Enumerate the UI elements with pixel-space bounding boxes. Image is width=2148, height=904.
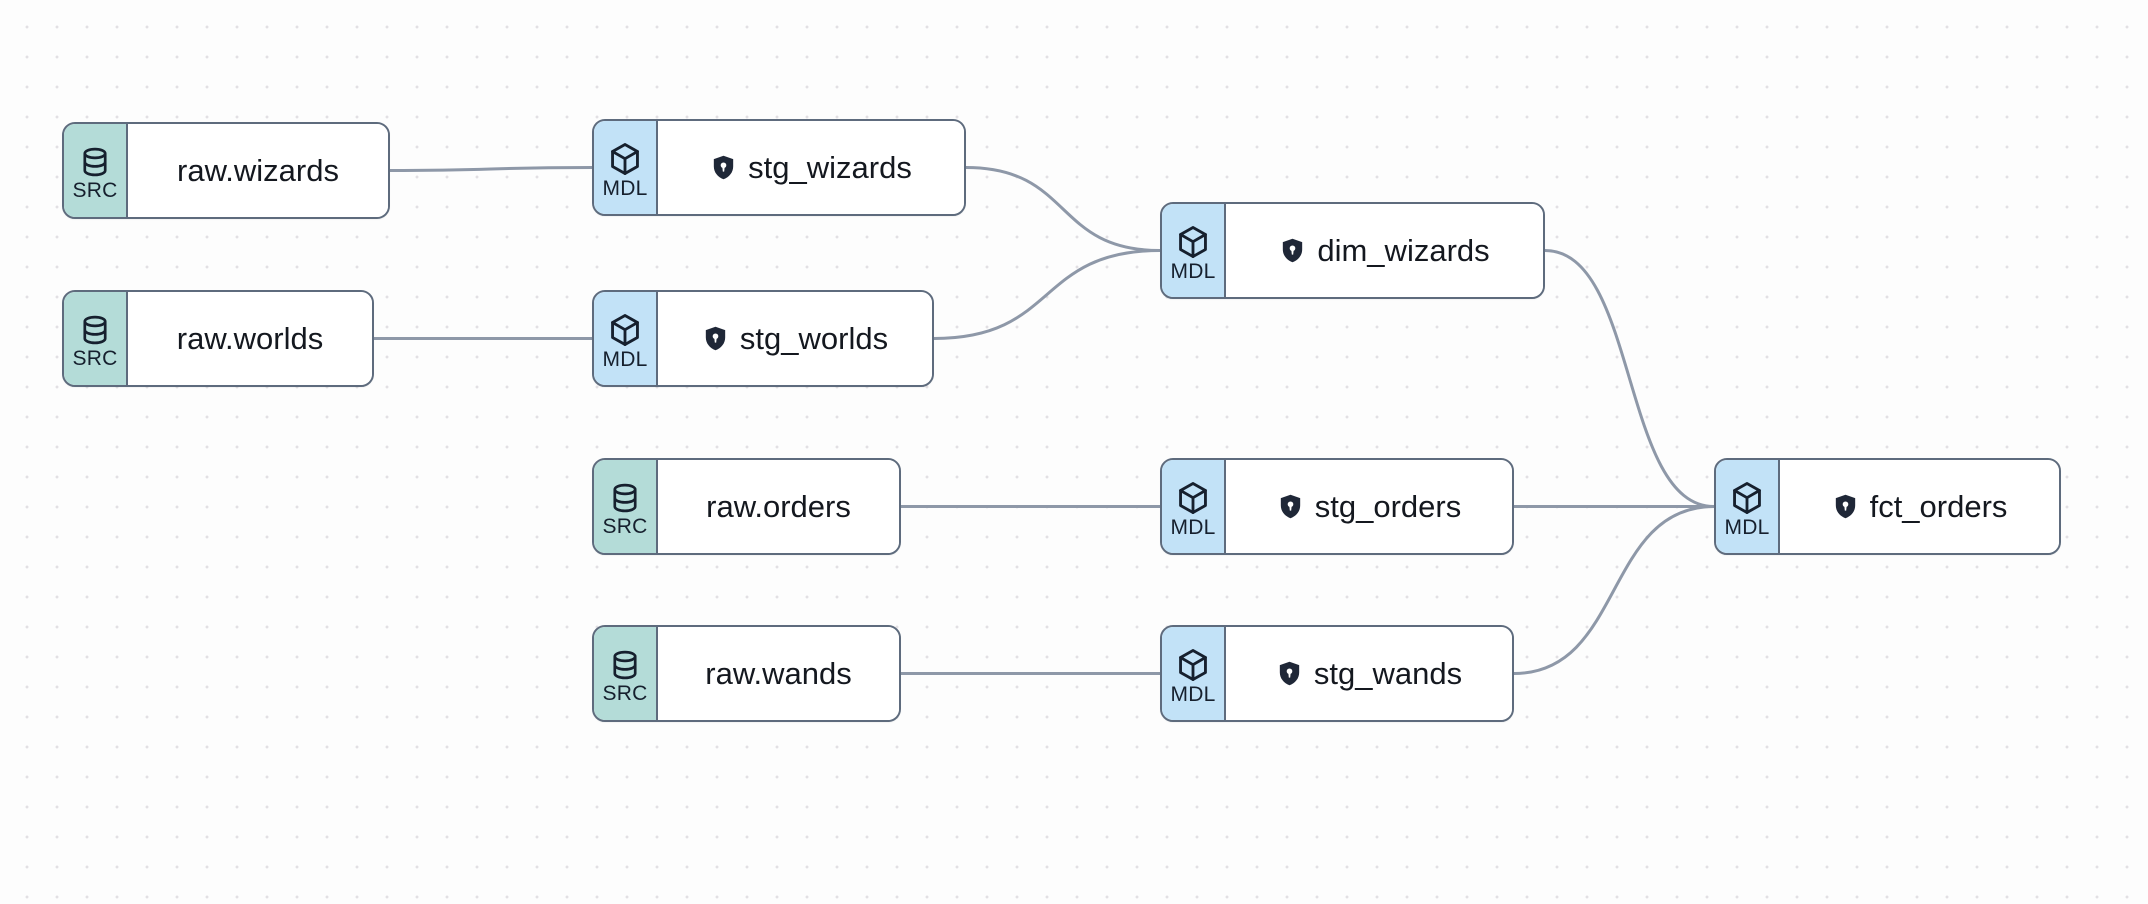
graph-node-raw_orders[interactable]: SRC raw.orders [592, 458, 901, 555]
graph-node-raw_worlds[interactable]: SRC raw.worlds [62, 290, 374, 387]
node-type-badge-src: SRC [64, 292, 128, 385]
edge-raw_wizards-to-stg_wizards[interactable] [388, 166, 594, 172]
node-type-label: SRC [72, 178, 118, 202]
node-type-badge-src: SRC [594, 627, 658, 720]
node-body: fct_orders [1780, 460, 2059, 553]
cube-icon [607, 141, 643, 177]
node-type-badge-mdl: MDL [1162, 204, 1226, 297]
lock-shield-icon [1276, 660, 1303, 687]
node-body: stg_wizards [658, 121, 964, 214]
graph-node-stg_wizards[interactable]: MDL stg_wizards [592, 119, 966, 216]
graph-node-stg_wands[interactable]: MDL stg_wands [1160, 625, 1514, 722]
node-body: stg_wands [1226, 627, 1512, 720]
graph-node-stg_worlds[interactable]: MDL stg_worlds [592, 290, 934, 387]
lock-shield-icon [1279, 237, 1306, 264]
database-icon [78, 145, 112, 179]
node-type-label: MDL [1170, 259, 1216, 283]
node-label: stg_wands [1313, 655, 1463, 691]
lock-shield-icon [702, 325, 729, 352]
node-body: stg_worlds [658, 292, 932, 385]
graph-node-raw_wizards[interactable]: SRC raw.wizards [62, 122, 390, 219]
node-type-badge-src: SRC [594, 460, 658, 553]
node-label: fct_orders [1869, 488, 2008, 524]
node-type-badge-mdl: MDL [1162, 627, 1226, 720]
edge-stg_wands-to-fct_orders[interactable] [1512, 505, 1716, 675]
node-type-label: SRC [602, 514, 648, 538]
database-icon [608, 481, 642, 515]
database-icon [608, 648, 642, 682]
lock-shield-icon [1832, 493, 1859, 520]
node-label: raw.orders [706, 488, 851, 524]
node-type-badge-mdl: MDL [1162, 460, 1226, 553]
node-type-badge-mdl: MDL [594, 292, 658, 385]
node-type-label: MDL [602, 176, 648, 200]
cube-icon [1175, 480, 1211, 516]
node-body: stg_orders [1226, 460, 1512, 553]
lock-shield-icon [1277, 493, 1304, 520]
edge-dim_wizards-to-fct_orders[interactable] [1543, 249, 1716, 508]
node-body: raw.worlds [128, 292, 372, 385]
cube-icon [1175, 647, 1211, 683]
node-label: stg_orders [1314, 488, 1462, 524]
node-type-label: MDL [602, 347, 648, 371]
edge-stg_wizards-to-dim_wizards[interactable] [964, 166, 1162, 252]
node-label: raw.worlds [176, 320, 324, 356]
graph-node-fct_orders[interactable]: MDL fct_orders [1714, 458, 2061, 555]
node-type-label: MDL [1170, 515, 1216, 539]
cube-icon [607, 312, 643, 348]
node-type-label: SRC [602, 681, 648, 705]
graph-node-dim_wizards[interactable]: MDL dim_wizards [1160, 202, 1545, 299]
graph-node-raw_wands[interactable]: SRC raw.wands [592, 625, 901, 722]
node-type-label: SRC [72, 346, 118, 370]
node-label: stg_worlds [739, 320, 889, 356]
cube-icon [1175, 224, 1211, 260]
node-type-badge-mdl: MDL [594, 121, 658, 214]
node-label: dim_wizards [1317, 232, 1490, 268]
edge-stg_worlds-to-dim_wizards[interactable] [932, 249, 1162, 340]
node-body: raw.wands [658, 627, 899, 720]
node-type-badge-src: SRC [64, 124, 128, 217]
database-icon [78, 313, 112, 347]
node-body: dim_wizards [1226, 204, 1543, 297]
cube-icon [1729, 480, 1765, 516]
node-type-label: MDL [1170, 682, 1216, 706]
node-type-label: MDL [1724, 515, 1770, 539]
node-type-badge-mdl: MDL [1716, 460, 1780, 553]
node-label: raw.wizards [177, 152, 339, 188]
node-label: raw.wands [705, 655, 852, 691]
node-label: stg_wizards [748, 149, 912, 185]
node-body: raw.wizards [128, 124, 388, 217]
node-body: raw.orders [658, 460, 899, 553]
lock-shield-icon [710, 154, 737, 181]
graph-node-stg_orders[interactable]: MDL stg_orders [1160, 458, 1514, 555]
